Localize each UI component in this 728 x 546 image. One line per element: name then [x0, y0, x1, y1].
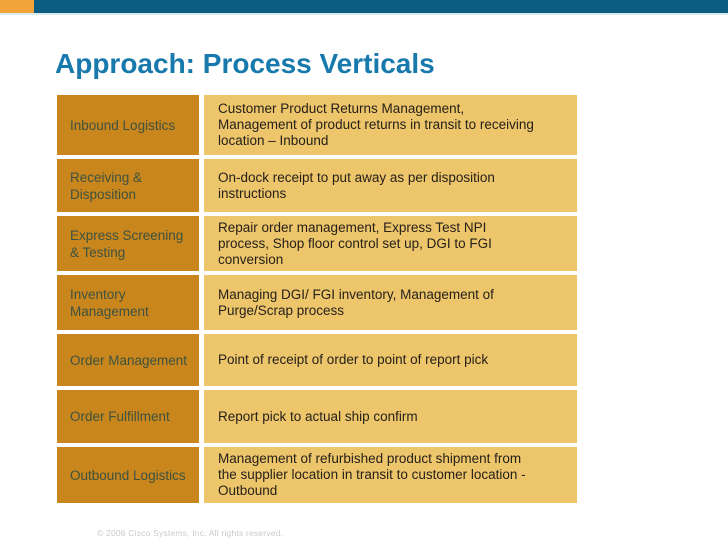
- row-description: Management of refurbished product shipme…: [204, 447, 577, 503]
- row-label-receiving-disposition: Receiving & Disposition: [57, 159, 199, 212]
- top-bar: [0, 0, 728, 15]
- row-label-inbound-logistics: Inbound Logistics: [57, 95, 199, 155]
- table-row: Inventory Management Managing DGI/ FGI i…: [57, 275, 577, 330]
- table-row: Order Fulfillment Report pick to actual …: [57, 390, 577, 443]
- row-description: On-dock receipt to put away as per dispo…: [204, 159, 577, 212]
- row-label-order-management: Order Management: [57, 334, 199, 386]
- row-description: Point of receipt of order to point of re…: [204, 334, 577, 386]
- row-label-express-screening-testing: Express Screening & Testing: [57, 216, 199, 271]
- page-title: Approach: Process Verticals: [55, 48, 435, 79]
- table-row: Outbound Logistics Management of refurbi…: [57, 447, 577, 503]
- top-bar-accent: [0, 0, 34, 13]
- row-label-order-fulfillment: Order Fulfillment: [57, 390, 199, 443]
- row-description: Managing DGI/ FGI inventory, Management …: [204, 275, 577, 330]
- row-label-outbound-logistics: Outbound Logistics: [57, 447, 199, 503]
- table-row: Express Screening & Testing Repair order…: [57, 216, 577, 271]
- copyright-text: © 2006 Cisco Systems, Inc. All rights re…: [97, 528, 284, 538]
- row-description: Repair order management, Express Test NP…: [204, 216, 577, 271]
- table-row: Receiving & Disposition On-dock receipt …: [57, 159, 577, 212]
- table-row: Inbound Logistics Customer Product Retur…: [57, 95, 577, 155]
- row-description: Report pick to actual ship confirm: [204, 390, 577, 443]
- row-label-inventory-management: Inventory Management: [57, 275, 199, 330]
- table-row: Order Management Point of receipt of ord…: [57, 334, 577, 386]
- process-verticals-table: Inbound Logistics Customer Product Retur…: [57, 95, 577, 507]
- row-description: Customer Product Returns Management, Man…: [204, 95, 577, 155]
